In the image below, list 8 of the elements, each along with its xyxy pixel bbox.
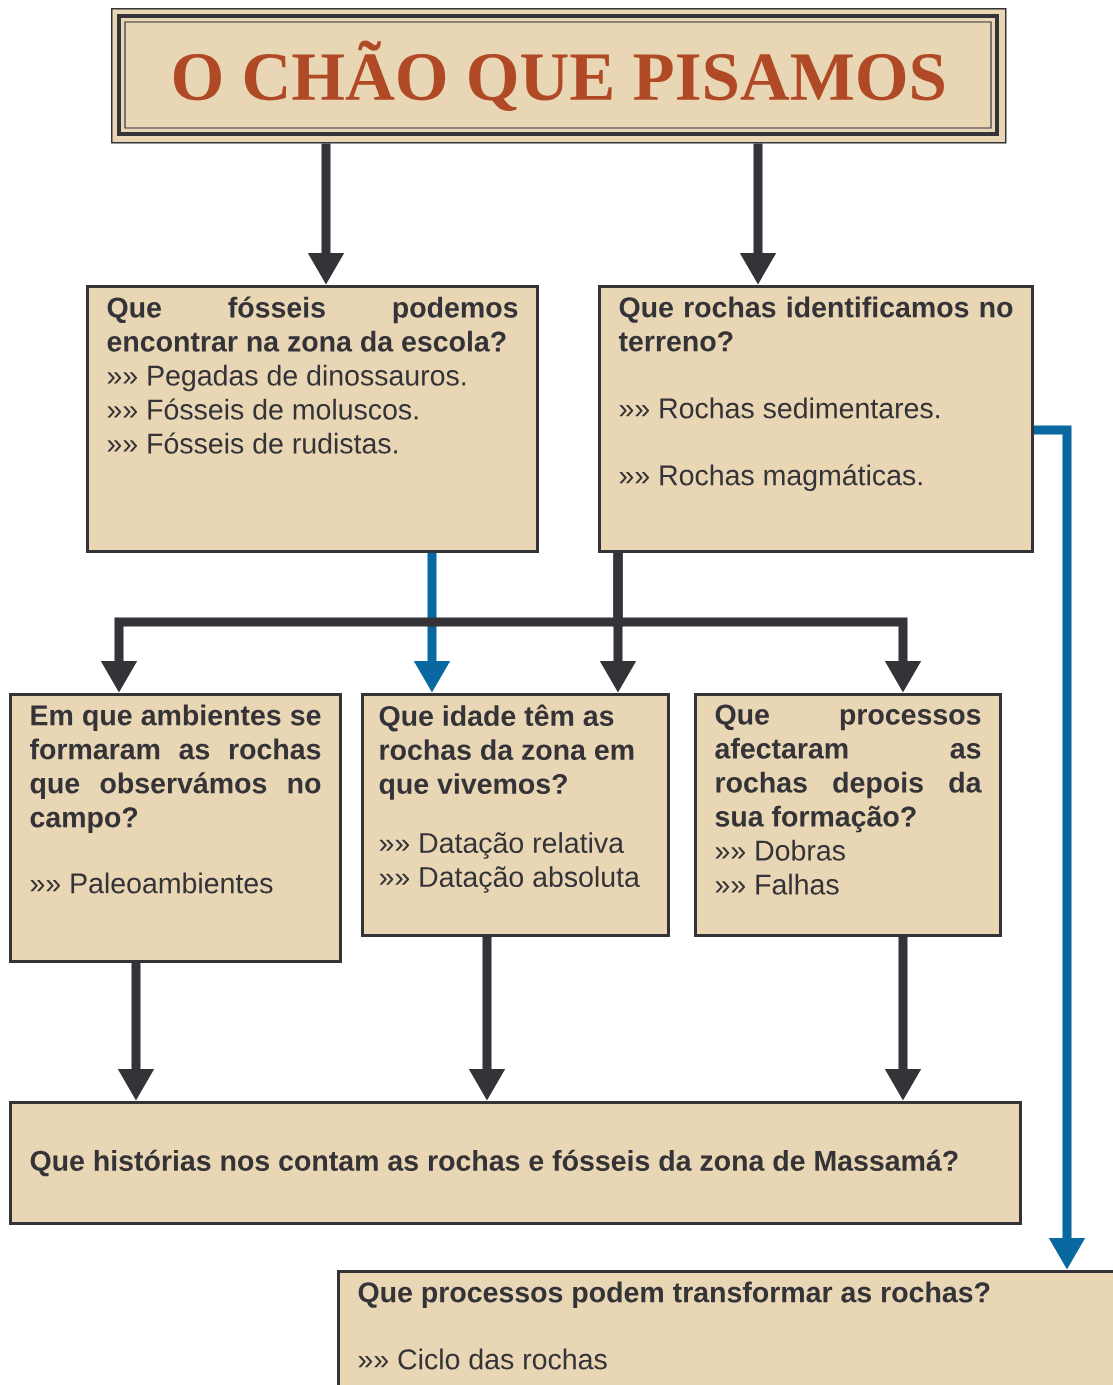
question-box: Em que ambientes se formaram as rochas que observámos no campo? »» Paleoambientes [9, 693, 342, 963]
question-box: Que processos afectaram as rochas depois da sua formação? »» Dobras »» Falhas [694, 693, 1002, 937]
question-box: Que idade têm as rochas da zona em que vivemos? »» Datação relativa »» Datação absoluta [361, 693, 670, 937]
question-box: Que histórias nos contam as rochas e fósseis da zona de Massamá? [9, 1101, 1022, 1225]
title-box: O CHÃO QUE PISAMOS [111, 8, 1007, 144]
question-box: Que fósseis podemos encontrar na zona da escola? »» Pegadas de dinossauros. »» Fósseis de moluscos. »» Fósseis de rudistas. [86, 285, 539, 553]
question-box: Que rochas identificamos no terreno? »» Rochas sedimentares. »» Rochas magmáticas. [598, 285, 1034, 553]
question-box: Que processos podem transformar as rochas? »» Ciclo das rochas [337, 1270, 1113, 1385]
